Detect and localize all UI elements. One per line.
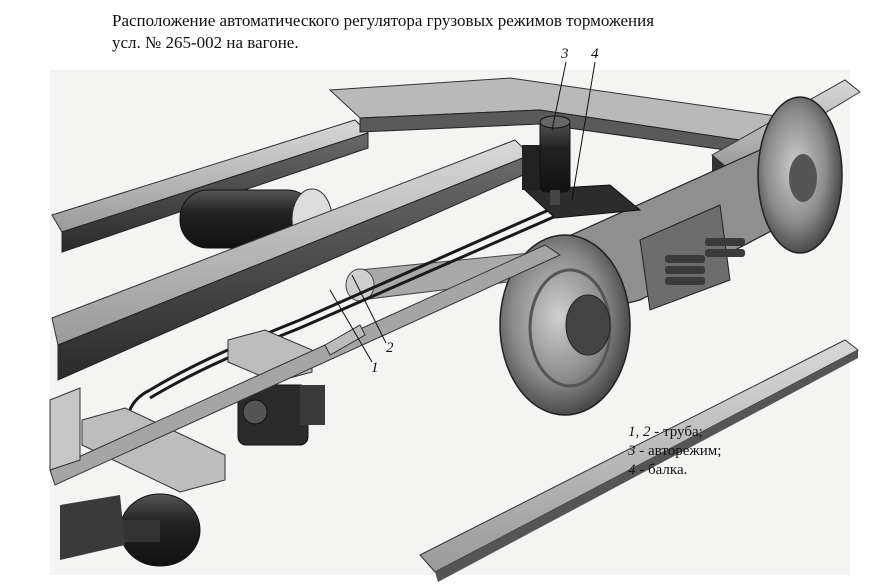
rear-wheel [757,96,843,254]
brake-cylinder [60,493,201,567]
auto-regulator-assembly [522,115,642,219]
legend-text: - труба; [650,424,703,440]
legend-item: 4 - балка. [628,461,721,480]
figure-title-line-2: усл. № 265-002 на вагоне. [112,33,299,52]
legend-number: 3 [628,443,636,459]
callout-1: 1 [371,360,379,376]
legend-text: - балка. [635,462,688,478]
callout-4: 4 [591,46,599,62]
legend-number: 4 [628,462,636,478]
front-wheel [499,234,631,416]
callout-leaders [329,61,596,363]
brake-valve [237,384,325,446]
lower-cross-beam [49,244,562,486]
callout-3: 3 [561,46,569,62]
legend-number: 1, 2 [628,424,651,440]
figure-title: Расположение автоматического регулятора … [112,10,832,54]
near-rail [419,339,859,582]
legend-item: 3 - авторежим; [628,442,721,461]
legend: 1, 2 - труба; 3 - авторежим; 4 - балка. [628,423,721,480]
figure-title-line-1: Расположение автоматического регулятора … [112,11,655,30]
legend-text: - авторежим; [635,443,722,459]
callout-2: 2 [386,340,394,356]
legend-item: 1, 2 - труба; [628,423,721,442]
